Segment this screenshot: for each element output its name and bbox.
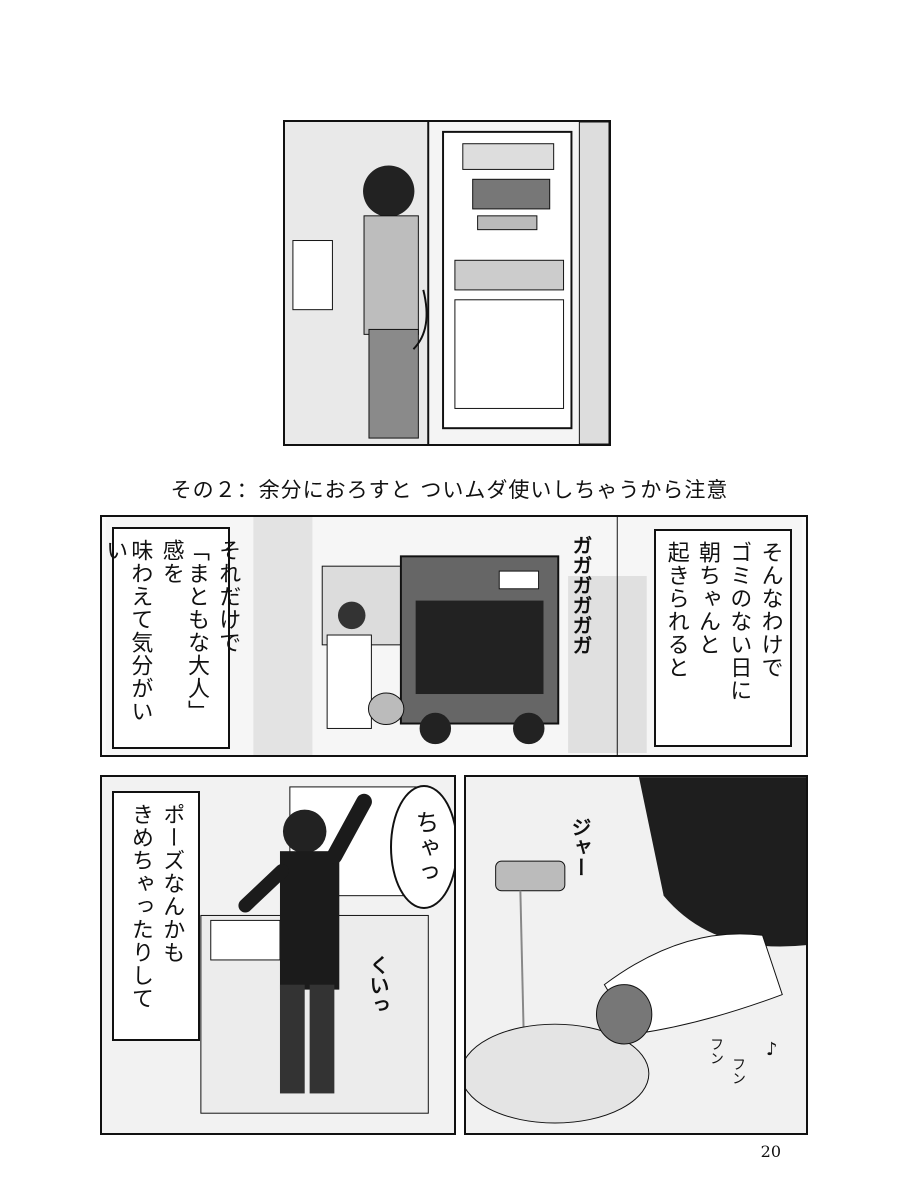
panel-garbage-truck: それだけで 「まともな大人」感を 味わえて気分がいい そんなわけで ゴミのない日…: [100, 515, 808, 757]
speech-text: ちゃっ: [410, 809, 439, 885]
atm-illustration: [285, 122, 609, 444]
narration-line: 起きられると: [663, 541, 689, 679]
narration-line: 朝ちゃんと: [695, 541, 720, 656]
chapter-caption: その２：余分におろすと ついムダ使いしちゃうから注意: [170, 478, 729, 502]
speech-bubble: ちゃっ: [390, 785, 454, 909]
narration-line: 味わえて気分がいい: [102, 539, 153, 723]
panel-handwash: ジャー フン フン ♪: [464, 775, 808, 1135]
sfx-water: ジャー: [568, 817, 592, 877]
narration-box-right: そんなわけで ゴミのない日に 朝ちゃんと 起きられると: [654, 529, 792, 747]
sfx-kui: くいっ: [366, 955, 390, 1015]
sfx-fun: フン: [730, 1057, 746, 1085]
narration-line: 「まともな大人」感を: [158, 539, 209, 723]
narration-line: きめちゃったりして: [128, 803, 153, 1010]
sfx-truck: ガガガガガガ: [569, 535, 593, 655]
sfx-fun: フン: [708, 1037, 724, 1065]
panel-atm: [283, 120, 611, 446]
narration-line: ゴミのない日に: [726, 541, 752, 702]
narration-box-left: それだけで 「まともな大人」感を 味わえて気分がいい: [102, 527, 240, 749]
narration-box: ポーズなんかも きめちゃったりして: [112, 791, 200, 1041]
narration-line: ポーズなんかも: [159, 803, 185, 964]
handwash-illustration: [466, 777, 806, 1133]
music-note-icon: ♪: [766, 1039, 778, 1060]
narration-line: それだけで: [215, 539, 241, 654]
panel-pose: ポーズなんかも きめちゃったりして ちゃっ くいっ: [100, 775, 456, 1135]
narration-line: そんなわけで: [757, 541, 783, 679]
page-number: 20: [760, 1142, 781, 1161]
